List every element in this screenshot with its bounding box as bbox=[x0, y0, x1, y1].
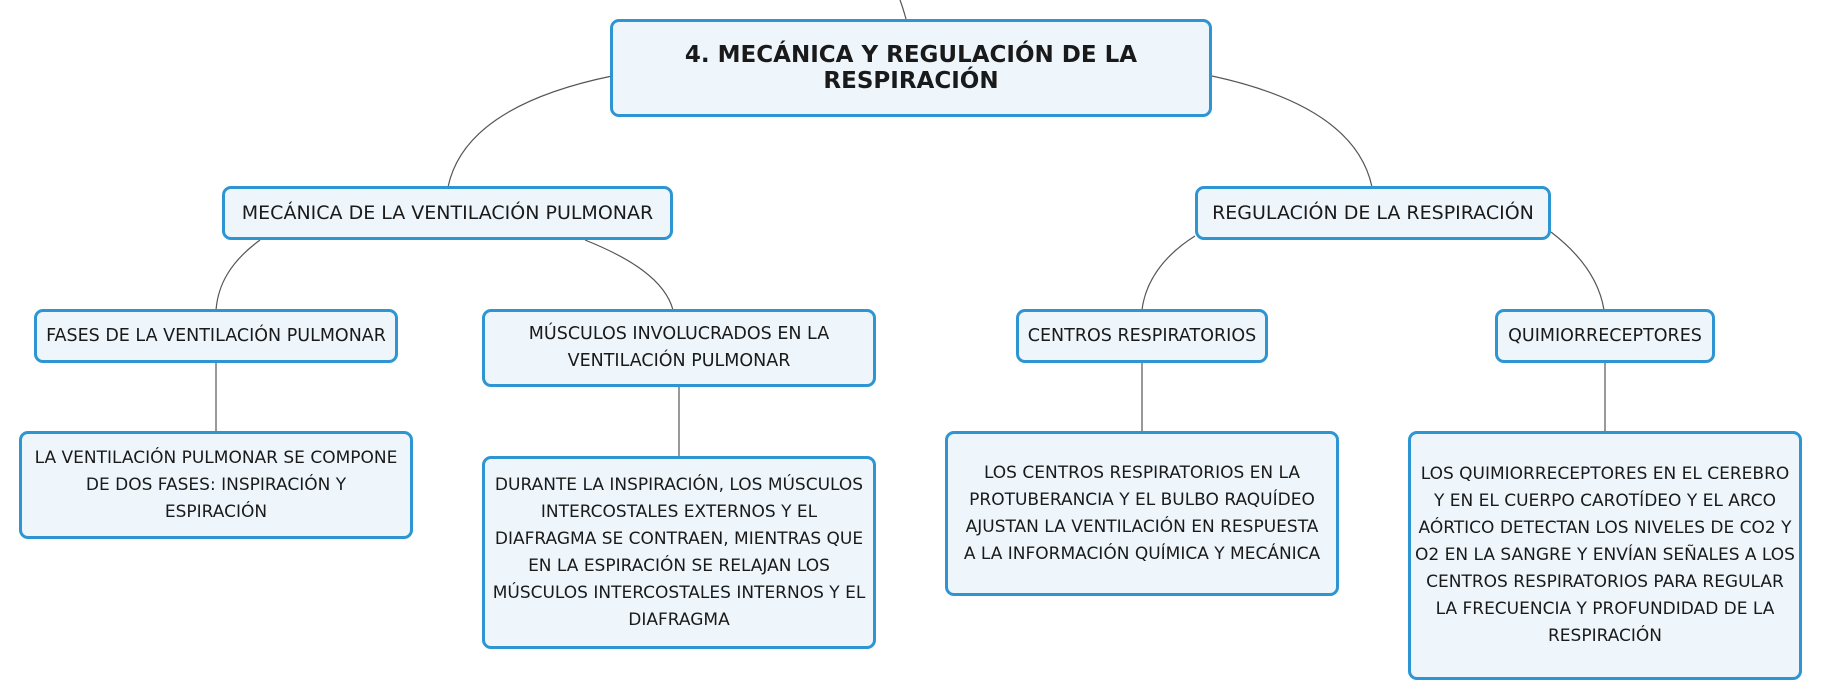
connector-root-regulation bbox=[1211, 75, 1373, 188]
subtopic-muscles-label: MÚSCULOS INVOLUCRADOS EN LA VENTILACIÓN … bbox=[528, 324, 830, 371]
root-topic-label: 4. MECÁNICA Y REGULACIÓN DE LA RESPIRACI… bbox=[684, 42, 1138, 94]
detail-phases-text: LA VENTILACIÓN PULMONAR SE COMPONE DE DO… bbox=[34, 447, 398, 522]
detail-centers-text: LOS CENTROS RESPIRATORIOS EN LA PROTUBER… bbox=[963, 462, 1321, 564]
topic-mechanics[interactable]: MECÁNICA DE LA VENTILACIÓN PULMONAR bbox=[222, 186, 673, 240]
detail-centers[interactable]: LOS CENTROS RESPIRATORIOS EN LA PROTUBER… bbox=[945, 431, 1339, 596]
connector-mechanics-phases bbox=[215, 239, 261, 311]
subtopic-centers[interactable]: CENTROS RESPIRATORIOS bbox=[1016, 309, 1268, 363]
connector-parent-root bbox=[899, 0, 907, 20]
detail-chemoreceptors-text: LOS QUIMIORRECEPTORES EN EL CEREBRO Y EN… bbox=[1415, 464, 1795, 646]
connector-root-mechanics bbox=[447, 75, 613, 188]
detail-muscles-text: DURANTE LA INSPIRACIÓN, LOS MÚSCULOS INT… bbox=[492, 474, 866, 630]
topic-mechanics-label: MECÁNICA DE LA VENTILACIÓN PULMONAR bbox=[241, 202, 654, 224]
subtopic-muscles[interactable]: MÚSCULOS INVOLUCRADOS EN LA VENTILACIÓN … bbox=[482, 309, 876, 387]
subtopic-phases[interactable]: FASES DE LA VENTILACIÓN PULMONAR bbox=[34, 309, 398, 363]
subtopic-phases-label: FASES DE LA VENTILACIÓN PULMONAR bbox=[46, 325, 386, 346]
connector-regulation-centers bbox=[1141, 235, 1196, 311]
subtopic-centers-label: CENTROS RESPIRATORIOS bbox=[1027, 325, 1257, 346]
detail-chemoreceptors[interactable]: LOS QUIMIORRECEPTORES EN EL CEREBRO Y EN… bbox=[1408, 431, 1802, 680]
subtopic-chemoreceptors[interactable]: QUIMIORRECEPTORES bbox=[1495, 309, 1715, 363]
topic-regulation-label: REGULACIÓN DE LA RESPIRACIÓN bbox=[1212, 202, 1534, 224]
connector-regulation-chemoreceptors bbox=[1550, 231, 1605, 311]
detail-muscles[interactable]: DURANTE LA INSPIRACIÓN, LOS MÚSCULOS INT… bbox=[482, 456, 876, 649]
root-topic[interactable]: 4. MECÁNICA Y REGULACIÓN DE LA RESPIRACI… bbox=[610, 19, 1212, 117]
connector-mechanics-muscles bbox=[584, 239, 674, 311]
detail-phases[interactable]: LA VENTILACIÓN PULMONAR SE COMPONE DE DO… bbox=[19, 431, 413, 539]
topic-regulation[interactable]: REGULACIÓN DE LA RESPIRACIÓN bbox=[1195, 186, 1551, 240]
subtopic-chemoreceptors-label: QUIMIORRECEPTORES bbox=[1508, 325, 1702, 346]
